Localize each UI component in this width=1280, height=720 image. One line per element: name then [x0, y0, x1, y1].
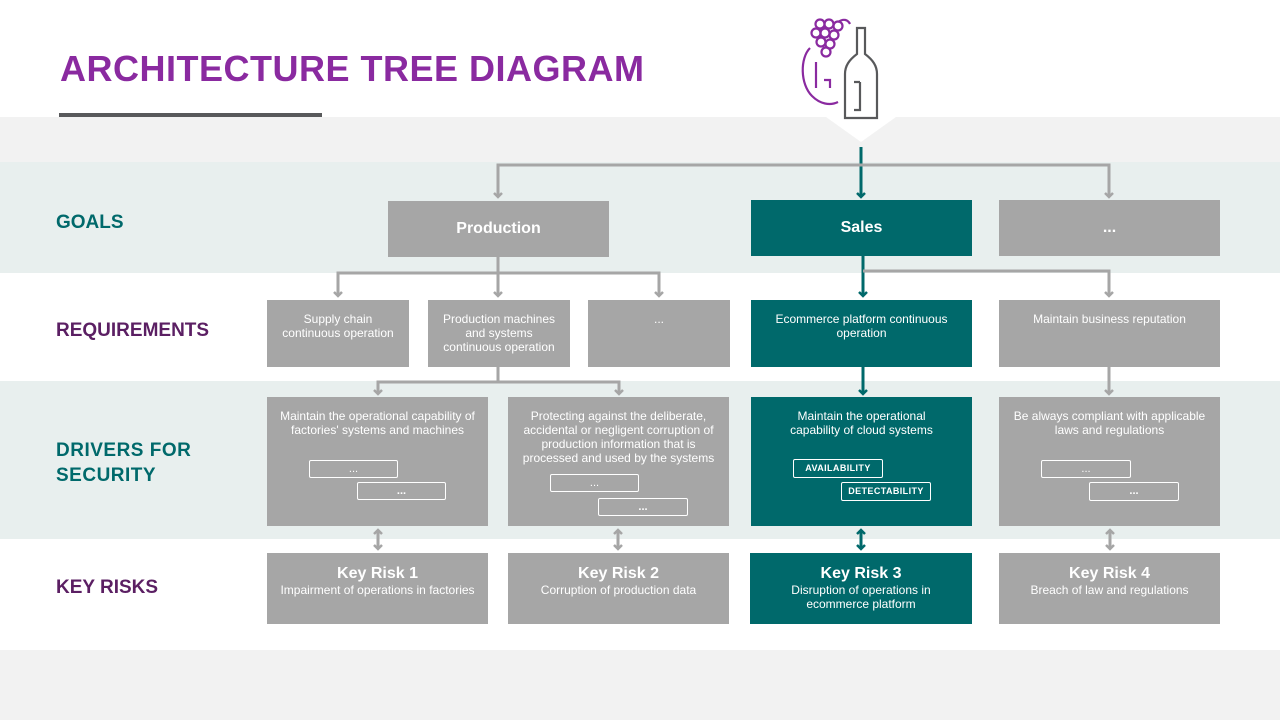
driver-text: Maintain the operational capability of f… — [280, 409, 475, 437]
goal-production: Production — [388, 201, 609, 257]
page-title: ARCHITECTURE TREE DIAGRAM — [60, 48, 645, 89]
driver-cloud-systems: Maintain the operational capability of c… — [751, 397, 972, 526]
driver-compliance: Be always compliant with applicable laws… — [999, 397, 1220, 526]
key-risk-description: Corruption of production data — [540, 583, 697, 597]
key-risk-3: Key Risk 3 Disruption of operations in e… — [750, 553, 972, 624]
driver-pill: ... — [1089, 482, 1179, 501]
driver-factories: Maintain the operational capability of f… — [267, 397, 488, 526]
pill-availability: AVAILABILITY — [793, 459, 883, 478]
driver-text: Maintain the operational capability of c… — [790, 409, 933, 437]
requirement-more: ... — [588, 300, 730, 367]
wine-grapes-icon — [801, 18, 879, 120]
key-risk-title: Key Risk 1 — [337, 565, 418, 582]
title-divider — [59, 113, 322, 117]
driver-pill: ... — [1041, 460, 1131, 478]
row-label-key-risks: KEY RISKS — [56, 577, 159, 598]
key-risk-description: Breach of law and regulations — [1030, 583, 1189, 597]
header-band — [0, 117, 1280, 162]
key-risk-title: Key Risk 2 — [578, 565, 659, 582]
row-label-requirements: REQUIREMENTS — [56, 320, 210, 341]
key-risk-description: Impairment of operations in factories — [280, 583, 475, 597]
row-label-drivers: DRIVERS FOR SECURITY — [56, 440, 192, 486]
driver-pill: ... — [550, 474, 639, 492]
goal-sales: Sales — [751, 200, 972, 256]
footer-band — [0, 650, 1280, 720]
key-risk-description: Disruption of operations in ecommerce pl… — [791, 583, 931, 611]
pill-detectability: DETECTABILITY — [841, 482, 931, 501]
key-risk-2: Key Risk 2 Corruption of production data — [508, 553, 729, 624]
key-risk-1: Key Risk 1 Impairment of operations in f… — [267, 553, 488, 624]
driver-pill: ... — [309, 460, 398, 478]
driver-pill: ... — [598, 498, 688, 516]
requirement-ecommerce: Ecommerce platform continuous operation — [751, 300, 972, 367]
key-risk-4: Key Risk 4 Breach of law and regulations — [999, 553, 1220, 624]
driver-pill: ... — [357, 482, 446, 500]
row-label-goals: GOALS — [56, 212, 124, 233]
requirement-supply-chain: Supply chain continuous operation — [267, 300, 409, 367]
goal-more: ... — [999, 200, 1220, 256]
driver-production-data: Protecting against the deliberate, accid… — [508, 397, 729, 526]
requirement-reputation: Maintain business reputation — [999, 300, 1220, 367]
driver-text: Be always compliant with applicable laws… — [1013, 409, 1206, 437]
requirement-production-machines: Production machines and systems continuo… — [428, 300, 570, 367]
driver-text: Protecting against the deliberate, accid… — [522, 409, 715, 465]
key-risk-title: Key Risk 4 — [1069, 565, 1150, 582]
key-risk-title: Key Risk 3 — [820, 565, 902, 582]
